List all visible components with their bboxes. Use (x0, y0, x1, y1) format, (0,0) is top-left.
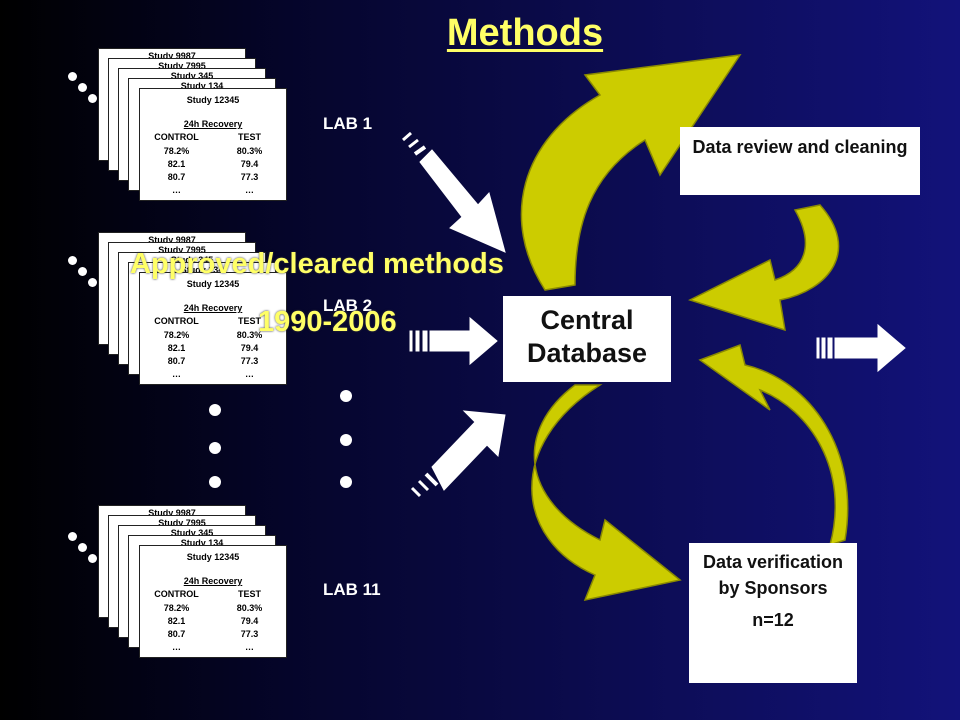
data-verification-box: Data verification by Sponsors n=12 (689, 543, 857, 683)
sponsor-count: n=12 (752, 610, 794, 630)
study-stack-lab2: Study 9987 Study 7995 Study 345 Study 13… (96, 232, 296, 392)
lab2-arrow (409, 316, 498, 366)
lab-label-11: LAB 11 (323, 580, 381, 599)
swirl-arrow-verify (698, 344, 849, 547)
data-review-label: Data review and cleaning (692, 137, 908, 157)
lab1-arrow (402, 131, 506, 253)
overlay-methods-text: Approved/cleared methods (130, 248, 504, 280)
page-title: Methods (446, 12, 604, 54)
study-stack-lab11: Study 9987 Study 7995 Study 345 Study 13… (96, 505, 296, 665)
output-arrow (816, 323, 906, 373)
data-verification-label: Data verification by Sponsors (702, 552, 844, 598)
data-review-box: Data review and cleaning (680, 127, 920, 195)
central-database-label: Central Database (526, 305, 648, 368)
overlay-years-text: 1990-2006 (258, 306, 397, 338)
swirl-arrow-bottom (531, 384, 682, 602)
study-stack-lab1: Study 9987 Study 7995 Study 345 Study 13… (96, 48, 296, 208)
lab-label-2: LAB 2 (323, 296, 373, 315)
central-database-box: Central Database (503, 296, 671, 382)
swirl-arrow-review (688, 204, 840, 332)
lab-label-1: LAB 1 (323, 114, 373, 133)
lab11-arrow (410, 410, 506, 498)
swirl-arrow-top (520, 54, 742, 291)
